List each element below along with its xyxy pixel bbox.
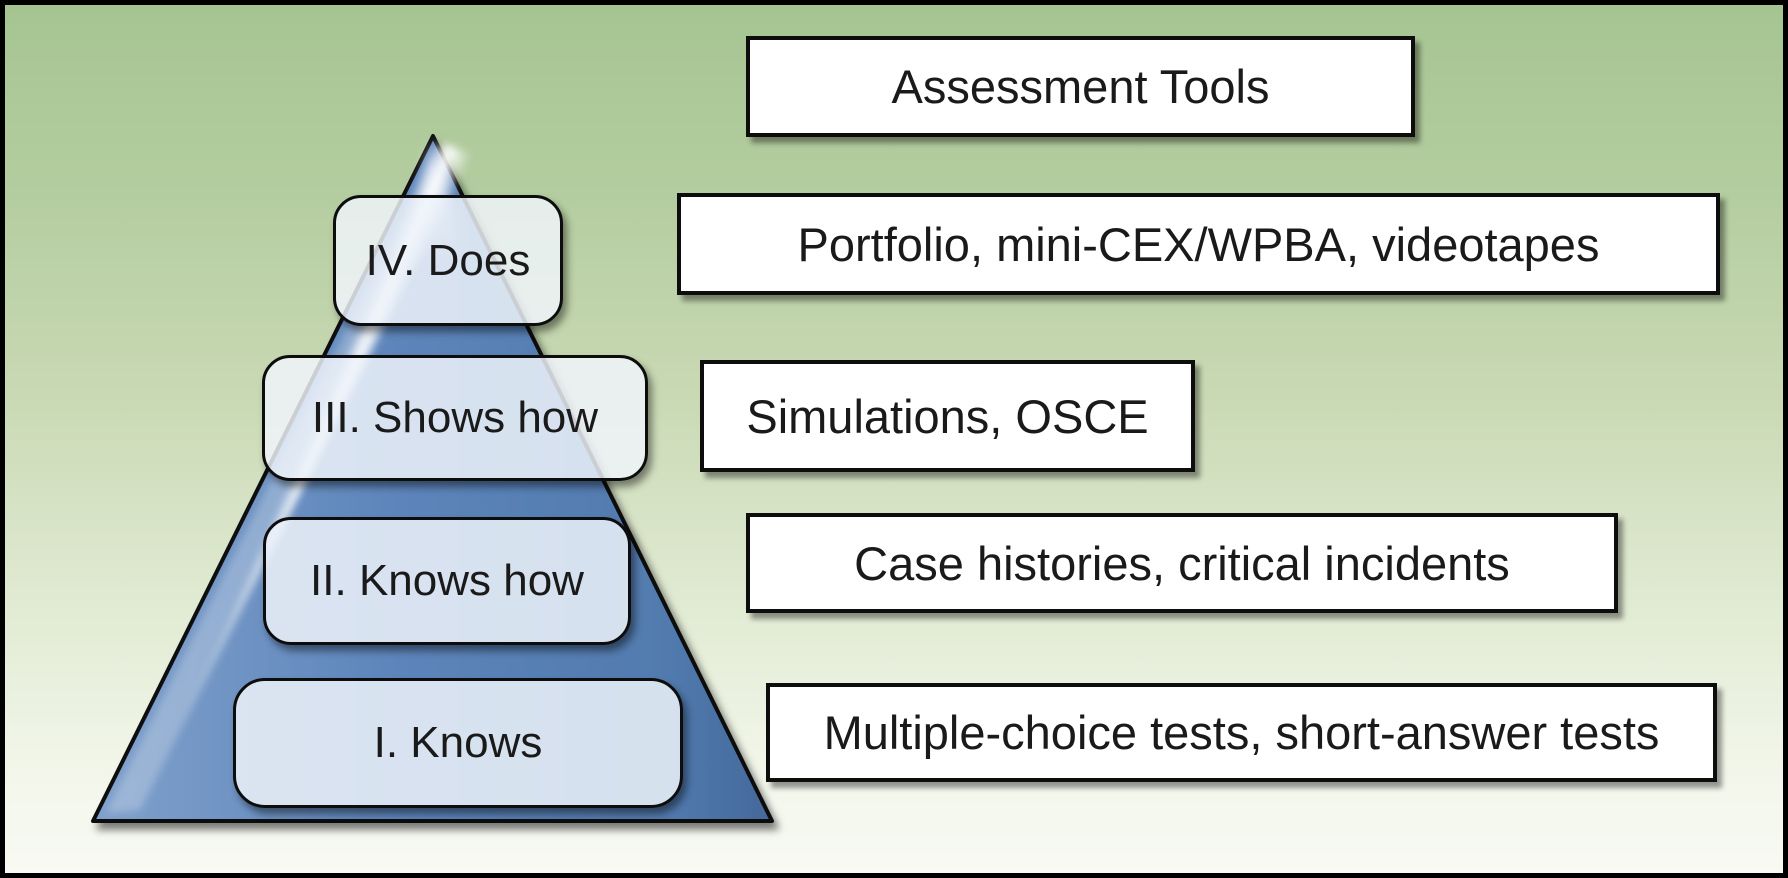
tool-label-portfolio: Portfolio, mini-CEX/WPBA, videotapes [797,217,1600,271]
pyramid-level-box-shows-how: III. Shows how [262,355,648,481]
tool-label-multiple-choice: Multiple-choice tests, short-answer test… [823,706,1660,759]
tool-box-portfolio: Portfolio, mini-CEX/WPBA, videotapes [677,193,1720,295]
pyramid-level-label-knows: I. Knows [373,718,543,767]
pyramid-level-label-does: IV. Does [365,235,531,285]
pyramid-level-box-does: IV. Does [333,195,563,326]
tool-label-case-histories: Case histories, critical incidents [854,536,1510,590]
tool-box-multiple-choice: Multiple-choice tests, short-answer test… [766,683,1717,782]
pyramid-level-label-knows-how: II. Knows how [310,556,584,605]
tool-box-simulations: Simulations, OSCE [700,360,1195,472]
pyramid-level-label-shows-how: III. Shows how [311,393,599,442]
assessment-tools-header-box: Assessment Tools [746,36,1415,137]
pyramid-level-box-knows-how: II. Knows how [263,517,631,645]
tool-label-simulations: Simulations, OSCE [746,389,1149,443]
tool-box-case-histories: Case histories, critical incidents [746,513,1618,613]
pyramid-level-box-knows: I. Knows [233,678,683,808]
assessment-tools-header-label: Assessment Tools [891,60,1270,113]
